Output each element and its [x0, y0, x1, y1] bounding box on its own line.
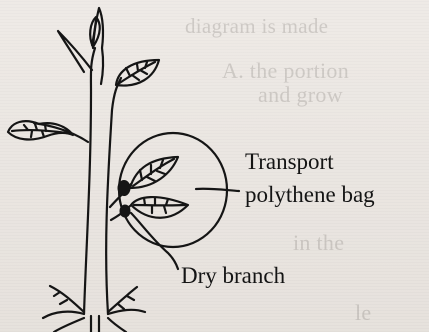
transport-bag-label-line-2: polythene bag — [245, 183, 375, 206]
side-stub — [58, 31, 92, 72]
transport-bag-label-line-1: Transport — [245, 150, 334, 173]
bag-tie-knot-lower — [120, 205, 131, 218]
bag-lower-leaf — [131, 197, 188, 218]
dry-branch-label: Dry branch — [181, 264, 285, 287]
main-stem — [84, 48, 121, 314]
dry-branch-leader — [131, 213, 178, 269]
bag-tie-knot-upper — [118, 180, 131, 196]
left-leaf-vein — [12, 130, 67, 133]
transport-bag-leader — [196, 189, 239, 191]
